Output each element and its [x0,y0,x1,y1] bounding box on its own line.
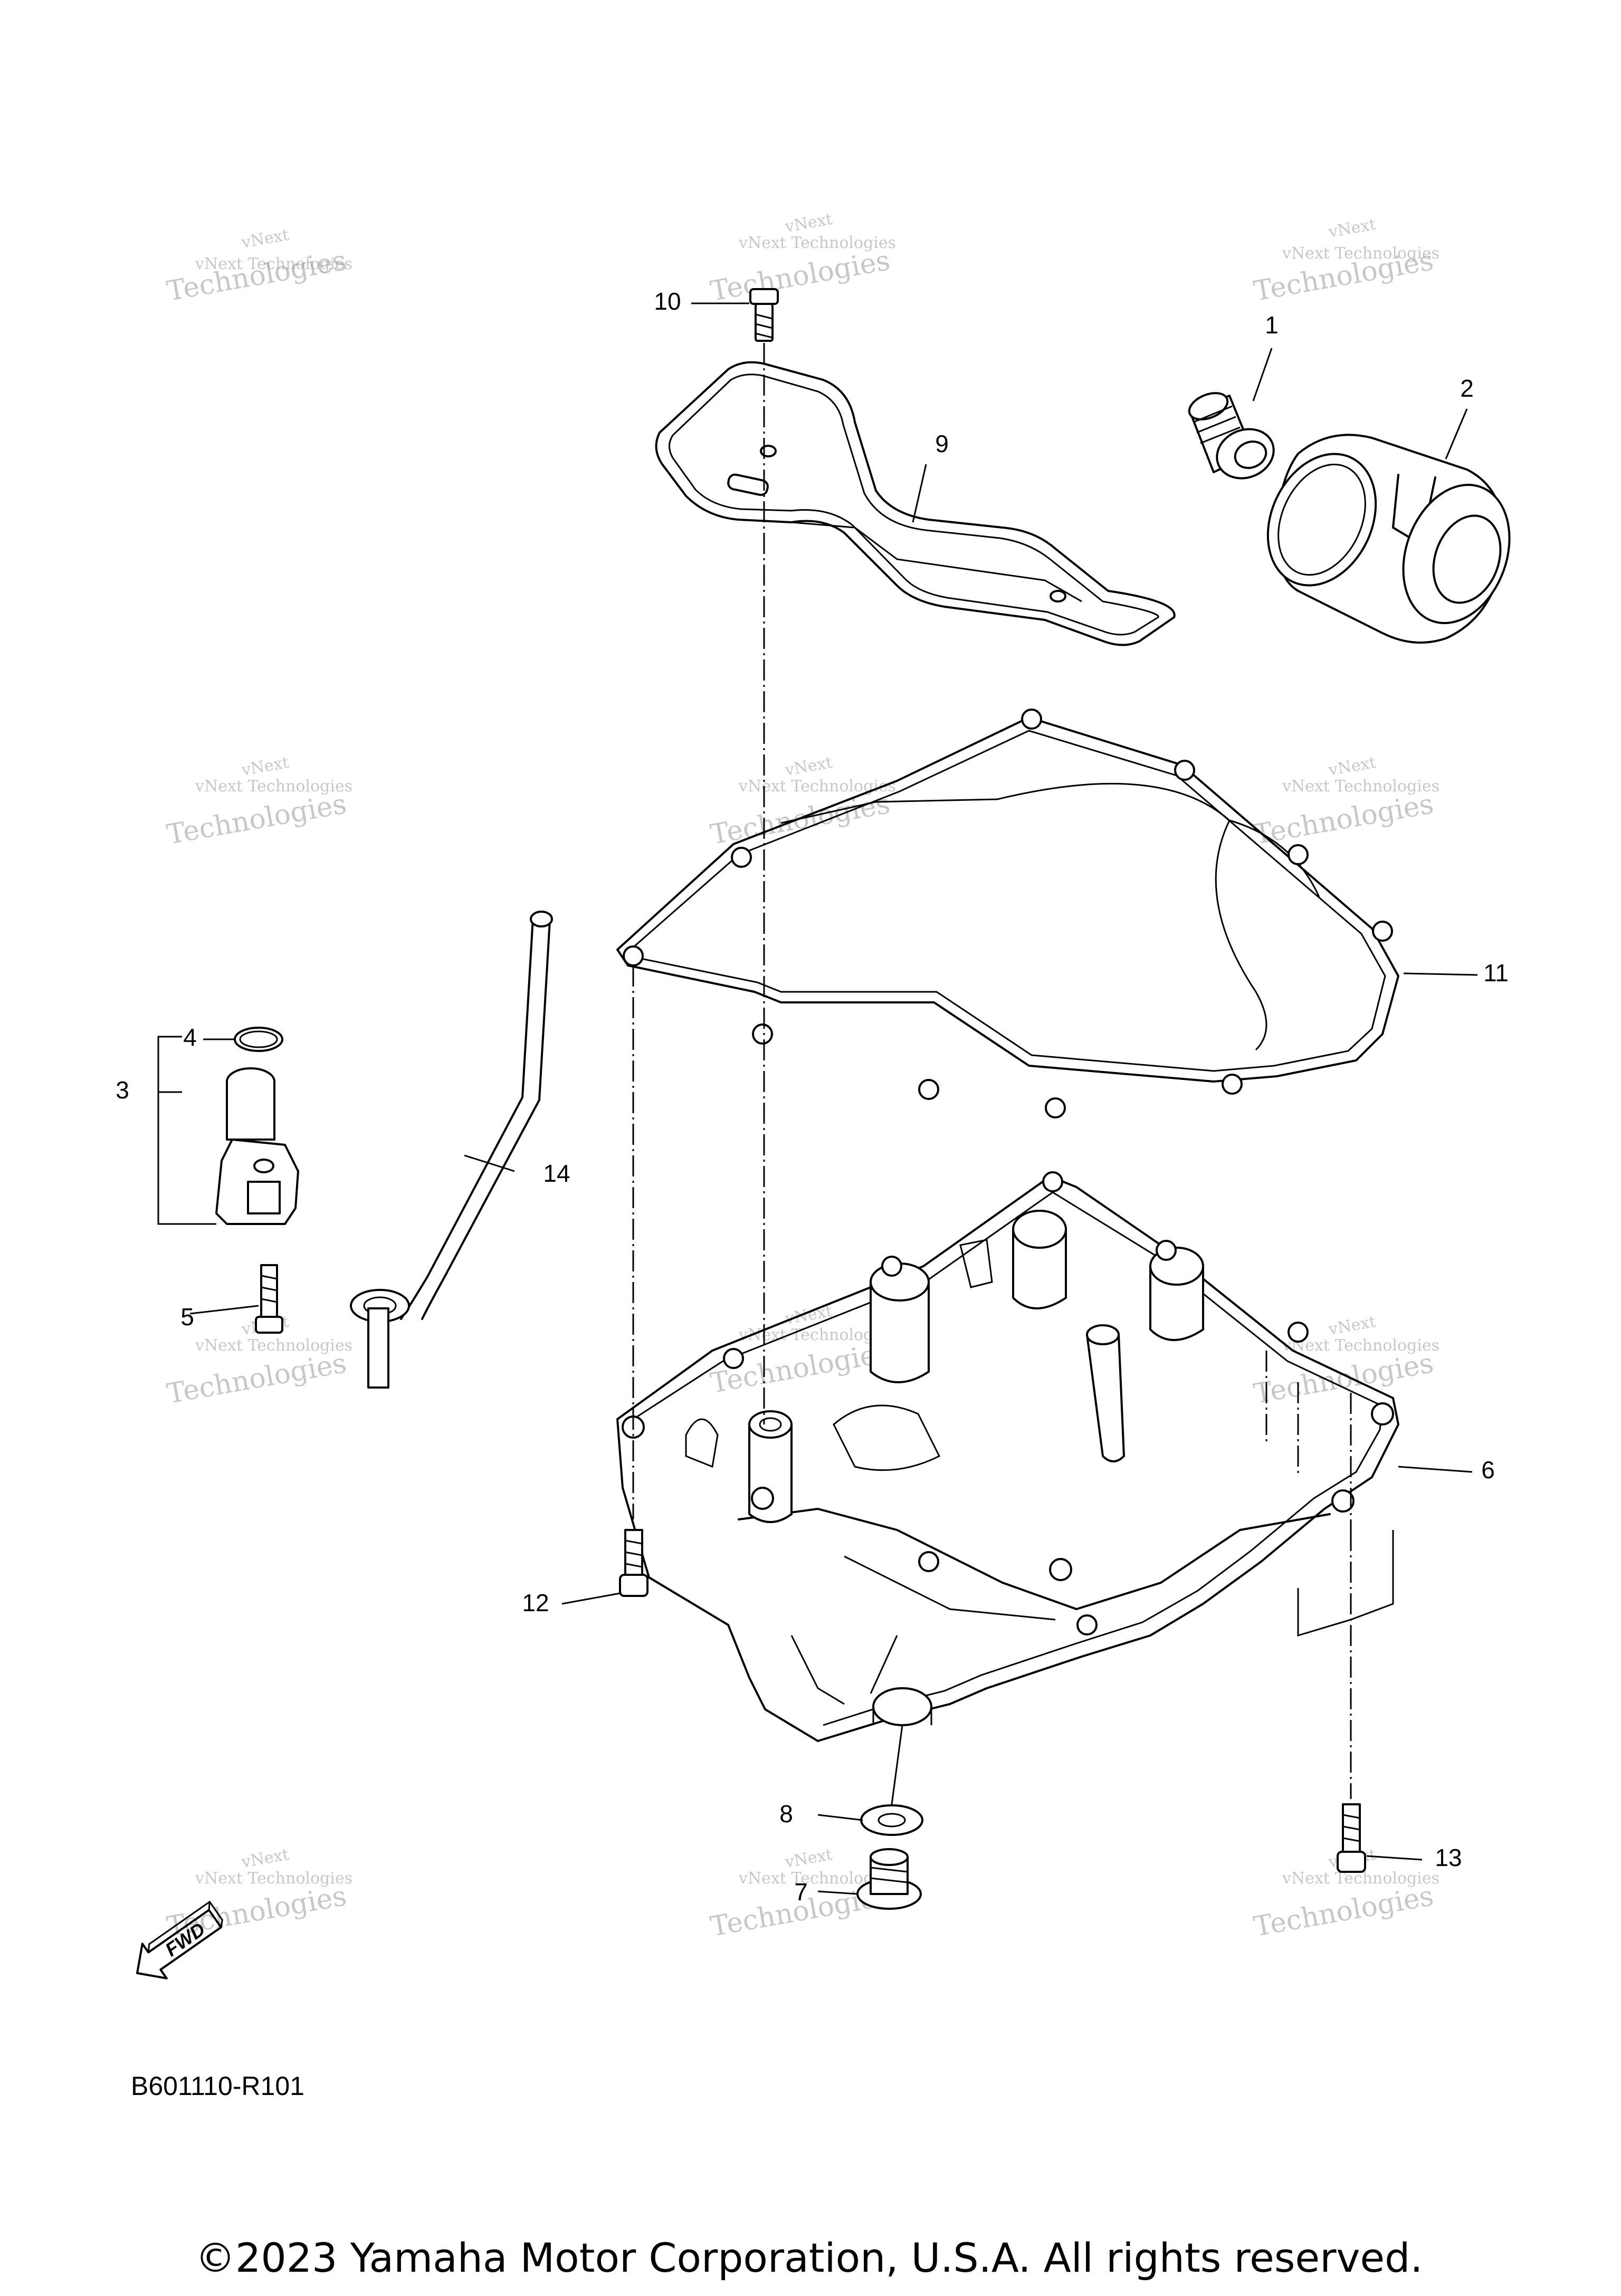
watermark: vNext Technologies vNext Technologies [1252,1313,1439,1410]
svg-text:vNext: vNext [783,753,834,780]
watermark: vNext Technologies vNext Technologies [708,210,896,308]
part-9-baffle-plate[interactable] [655,361,1176,646]
callout-11: 11 [1483,959,1509,987]
callout-labels: 1 2 3 4 5 6 7 8 9 10 11 12 13 14 [116,288,1509,1906]
svg-text:vNext: vNext [1327,753,1377,780]
svg-text:vNext: vNext [1327,215,1377,242]
svg-text:vNext Technologies: vNext Technologies [1282,777,1439,796]
svg-text:vNext: vNext [240,753,290,780]
part-13-bolt[interactable] [1337,1803,1366,1873]
callout-3: 3 [116,1076,129,1104]
callout-2: 2 [1460,375,1474,402]
svg-text:Technologies: Technologies [1252,1880,1436,1943]
callout-14: 14 [543,1160,570,1187]
svg-text:vNext Technologies: vNext Technologies [1282,1336,1439,1355]
callout-1: 1 [1265,311,1279,339]
watermark: vNext Technologies vNext Technologies [165,753,352,851]
leader-lines [157,302,1478,1895]
callout-12: 12 [522,1589,549,1616]
callout-9: 9 [935,430,949,457]
svg-text:vNext Technologies: vNext Technologies [195,255,352,273]
part-2-oil-filter[interactable] [1247,434,1528,644]
callout-5: 5 [180,1303,194,1331]
part-8-washer[interactable] [860,1804,923,1836]
part-5-bolt[interactable] [255,1264,283,1334]
watermark: vNext Technologies vNext Technologies [165,226,352,308]
callout-8: 8 [779,1800,793,1828]
callout-6: 6 [1481,1456,1495,1484]
svg-text:vNext Technologies: vNext Technologies [738,234,896,252]
part-4-o-ring[interactable] [234,1027,283,1052]
watermark: vNext Technologies vNext Technologies [708,753,896,851]
svg-text:vNext Technologies: vNext Technologies [195,1869,352,1888]
svg-text:vNext Technologies: vNext Technologies [195,777,352,796]
pan-bolt-holes [622,1171,1394,1635]
part-10-bolt[interactable] [749,288,779,342]
callout-10: 10 [654,288,681,315]
part-14-pipe[interactable] [350,911,553,1389]
svg-text:Technologies: Technologies [165,1347,349,1410]
svg-text:vNext Technologies: vNext Technologies [1282,244,1439,263]
alignment-lines [632,343,1352,1799]
svg-text:Technologies: Technologies [1252,788,1436,851]
svg-text:Technologies: Technologies [165,788,349,851]
part-1-union-bolt[interactable] [1186,388,1281,486]
callout-4: 4 [183,1023,197,1051]
part-3-strainer-assembly[interactable] [215,1067,299,1225]
callout-7: 7 [794,1878,808,1906]
svg-text:vNext Technologies: vNext Technologies [195,1336,352,1355]
svg-text:Technologies: Technologies [1252,1347,1436,1410]
watermark: vNext Technologies vNext Technologies [1252,215,1439,308]
diagram-code: B601110-R101 [131,2071,304,2101]
callout-13: 13 [1435,1844,1462,1871]
part-12-bolt[interactable] [619,1529,649,1597]
copyright-notice: ©2023 Yamaha Motor Corporation, U.S.A. A… [195,2234,1423,2281]
watermark: vNext Technologies vNext Technologies [1252,753,1439,851]
svg-text:vNext: vNext [240,226,290,252]
part-11-gasket[interactable] [616,709,1399,1118]
svg-text:vNext: vNext [783,210,834,236]
svg-text:vNext: vNext [240,1845,290,1872]
svg-text:Technologies: Technologies [165,245,349,308]
svg-text:vNext: vNext [783,1845,834,1872]
part-6-oil-pan[interactable] [616,1171,1399,1742]
svg-text:vNext: vNext [1327,1313,1377,1339]
gasket-holes [623,709,1393,1118]
svg-text:Technologies: Technologies [708,245,892,308]
